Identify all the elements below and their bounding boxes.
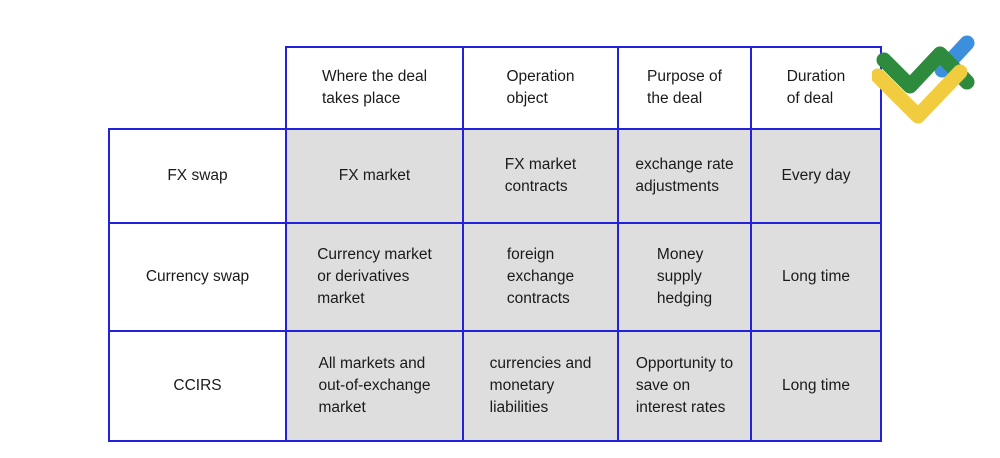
cell-text: Every day <box>781 167 851 184</box>
logo-yellow-check <box>872 64 968 124</box>
row-label-ccirs: CCIRS <box>108 330 287 442</box>
cell-ccirs-deal-duration: Long time <box>750 330 882 442</box>
cell-currency-swap-deal-duration: Long time <box>750 222 882 332</box>
cell-fx-swap-deal-place: FX market <box>285 128 464 224</box>
cell-text: FX market <box>338 167 411 184</box>
table-corner-cell <box>109 47 286 129</box>
row-label-currency-swap: Currency swap <box>108 222 287 332</box>
cell-text: Long time <box>781 268 851 285</box>
row-label-fx-swap: FX swap <box>108 128 287 224</box>
cell-text: Long time <box>781 377 851 394</box>
litefinance-logo <box>872 35 975 124</box>
cell-fx-swap-deal-duration: Every day <box>750 128 882 224</box>
